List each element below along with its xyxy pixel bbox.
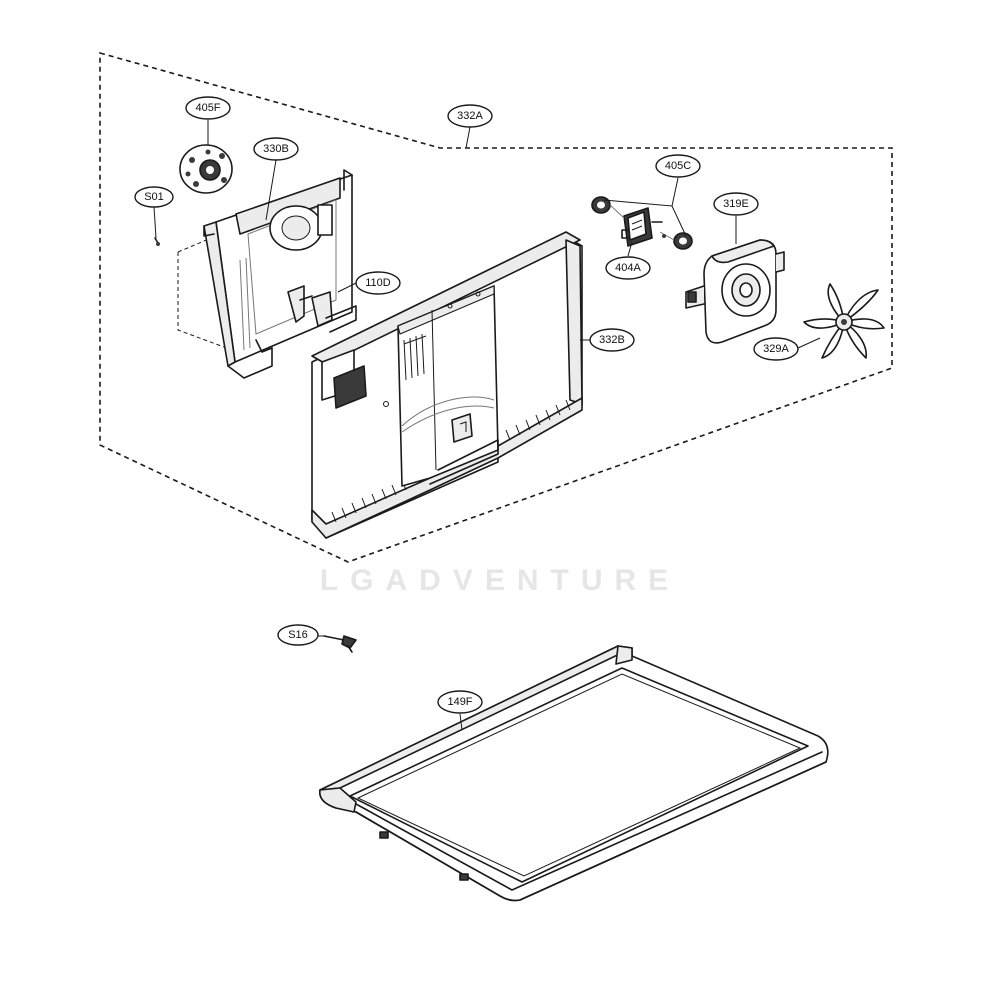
watermark: LGADVENTURE [320,564,680,597]
callout-329A[interactable]: 329A [753,337,799,361]
callout-label: 329A [763,343,789,355]
callout-S01[interactable]: S01 [134,186,174,208]
leader-lines [153,120,821,731]
callout-label: 404A [615,262,641,274]
callout-332A[interactable]: 332A [447,104,493,128]
column-slits [403,333,427,381]
part-319E-shroud [685,239,785,344]
bottom-left-vents [331,479,407,523]
callout-label: 330B [263,143,289,155]
part-149F-shelf [319,645,829,902]
callout-label: S16 [288,629,308,641]
callouts: 405F 332A 330B S01 405C 319E 110D 404A [134,96,799,714]
part-330B-back-plate [177,169,357,379]
callout-label: S01 [144,191,164,203]
part-332B-cover [311,231,583,539]
callout-label: 405C [665,160,691,172]
callout-404A[interactable]: 404A [605,256,651,280]
callout-149F[interactable]: 149F [437,690,483,714]
callout-label: 332A [457,110,483,122]
part-405C-grommets [591,196,693,250]
callout-label: 149F [447,696,472,708]
bottom-right-vents [505,399,571,441]
callout-405C[interactable]: 405C [655,154,701,178]
part-S01-screw [154,237,160,246]
part-404A-motor [621,207,663,247]
callout-330B[interactable]: 330B [253,137,299,161]
callout-S16[interactable]: S16 [277,624,319,646]
callout-110D[interactable]: 110D [355,271,401,295]
part-329A-fan-blade [803,283,885,359]
callout-label: 110D [365,277,391,289]
part-S16-screw [323,635,357,653]
part-405F-disc [179,144,233,194]
callout-405F[interactable]: 405F [185,96,231,120]
watermark-text: LGADVENTURE [320,564,680,597]
callout-label: 332B [599,334,625,346]
assembly-boundary [99,51,893,563]
callout-319E[interactable]: 319E [713,192,759,216]
callout-label: 319E [723,198,749,210]
callout-332B[interactable]: 332B [589,328,635,352]
callout-label: 405F [195,102,220,114]
